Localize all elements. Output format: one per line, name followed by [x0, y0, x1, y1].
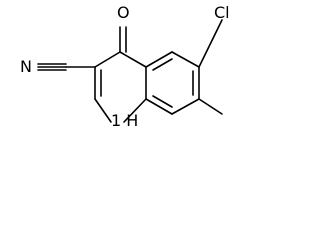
bond-c4a-c5 — [145, 51, 173, 68]
aromatic-inner-3 — [152, 95, 173, 108]
oxygen-label: O — [117, 3, 130, 22]
ring-nitrogen-label: 1 H — [111, 111, 138, 130]
bond-n1-c8a — [123, 98, 147, 123]
bond-c4-c3 — [94, 51, 121, 68]
bond-c2-n1 — [94, 98, 112, 123]
molecule-canvas: O Cl N 1 H — [0, 0, 238, 155]
bond-c5-c6 — [171, 51, 200, 68]
bond-c4a-c4 — [119, 51, 147, 68]
nitrile-nitrogen-label: N — [20, 57, 32, 76]
bond-c8-c8a — [145, 98, 173, 115]
quinolinone-structure: O Cl N 1 H — [20, 3, 230, 130]
ring-nitrogen-symbol: H — [126, 111, 138, 130]
methyl-bond — [198, 98, 223, 115]
ring-nitrogen-number: 1 — [111, 111, 121, 130]
chlorine-label: Cl — [214, 3, 230, 22]
bond-c7-c8 — [171, 98, 200, 115]
aromatic-inner-1 — [152, 58, 173, 71]
chlorine-bond — [198, 19, 223, 68]
